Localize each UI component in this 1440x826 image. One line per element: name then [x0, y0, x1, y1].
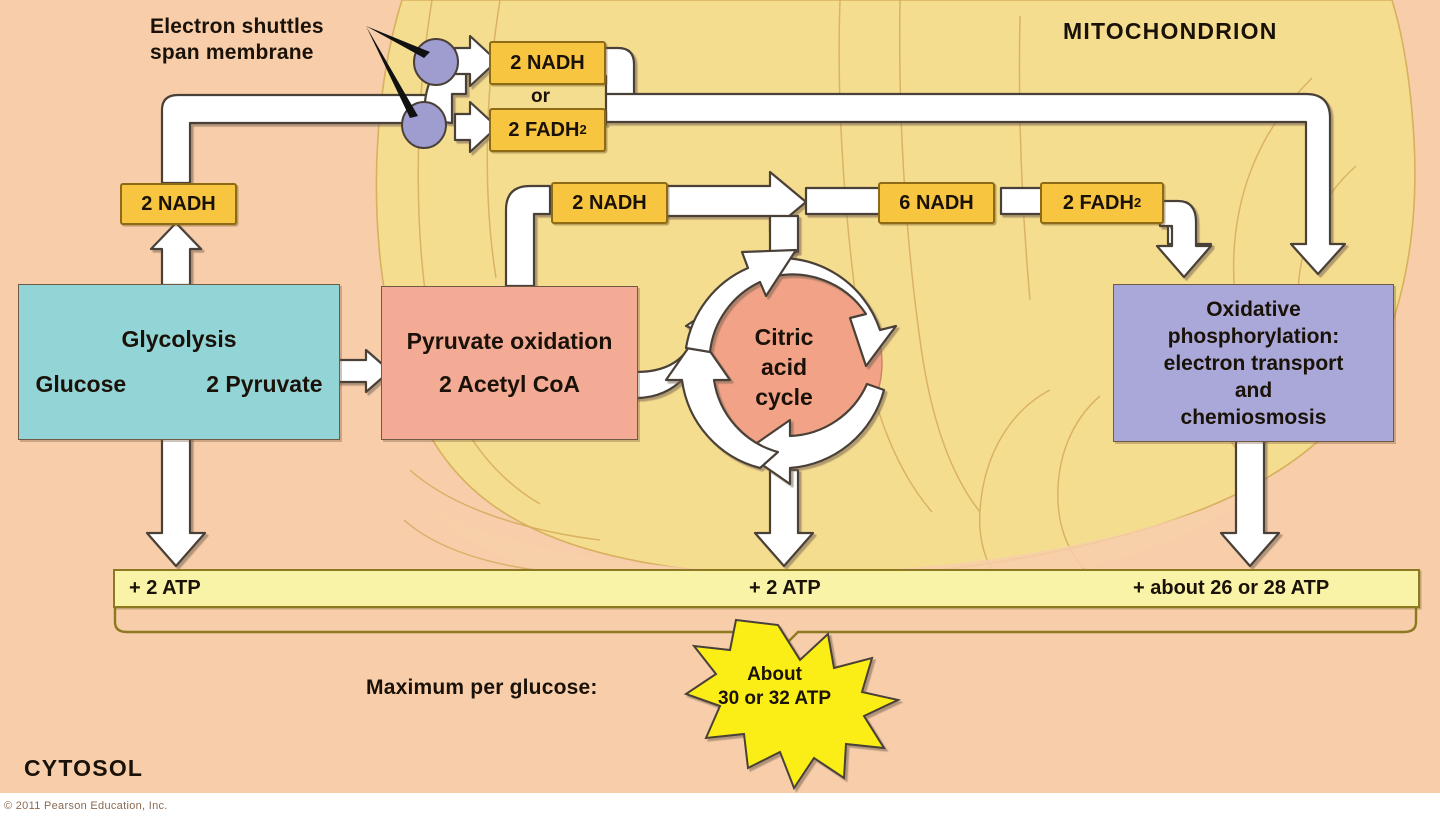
cycle-arc-arrow-1	[758, 256, 898, 368]
cytosol-label: CYTOSOL	[24, 755, 144, 781]
atp-yield-glycolysis: + 2 ATP	[129, 577, 201, 599]
citric-cycle-line-2: acid	[760, 354, 808, 380]
arrow-glycolysis-to-atp	[145, 435, 207, 568]
glycolysis-input: Glucose	[35, 371, 127, 397]
oxidative-phosphorylation-box: Oxidative phosphorylation: electron tran…	[1113, 284, 1394, 442]
glycolysis-title: Glycolysis	[121, 326, 237, 352]
glycolysis-output: 2 Pyruvate	[206, 371, 323, 397]
pipe-carrier-row-right	[804, 186, 882, 216]
atp-total-label: About 30 or 32 ATP	[672, 663, 877, 711]
pipe-nadh6-to-fadh2	[999, 186, 1044, 216]
arrow-shuttle-to-nadh	[453, 34, 499, 88]
pyruvate-oxidation-box: Pyruvate oxidation 2 Acetyl CoA	[381, 286, 638, 440]
oxphos-line-3: electron transport	[1163, 351, 1344, 375]
chip-glycolysis-nadh: 2 NADH	[120, 183, 237, 225]
arrow-shuttle-to-fadh2	[453, 100, 499, 154]
arrow-glycolysis-to-pyruvate-oxidation	[335, 348, 392, 394]
cycle-arc-arrow-2	[742, 382, 886, 486]
chip-shuttle-nadh: 2 NADH	[489, 41, 606, 85]
atp-total-line-1: About	[747, 664, 802, 685]
citric-cycle-line-3: cycle	[755, 384, 813, 410]
shuttle-or-label: or	[531, 86, 550, 107]
electron-shuttles-annotation: Electron shuttles span membrane	[150, 15, 324, 64]
flow-arrows	[132, 34, 1347, 568]
copyright-notice: © 2011 Pearson Education, Inc.	[4, 800, 168, 812]
oxphos-line-1: Oxidative	[1206, 297, 1301, 321]
citric-acid-cycle-label: Citric acid cycle	[700, 322, 868, 412]
pyruvate-oxidation-title: Pyruvate oxidation	[406, 328, 613, 354]
pipe-shuttle-trunk-to-oxphos	[604, 92, 1347, 276]
glycolysis-box: Glycolysis Glucose 2 Pyruvate	[18, 284, 340, 440]
pipe-pyruvate-to-nadh	[504, 184, 552, 288]
atp-summary-bar: + 2 ATP + 2 ATP + about 26 or 28 ATP	[113, 569, 1420, 608]
arrow-oxphos-to-atp	[1219, 438, 1281, 568]
chip-shuttle-fadh2-text: 2 FADH	[508, 118, 580, 141]
atp-total-burst	[683, 618, 902, 791]
maximum-per-glucose-label: Maximum per glucose:	[366, 676, 598, 699]
electron-shuttle-dot-upper	[413, 38, 459, 86]
oxphos-line-4: and	[1234, 378, 1273, 402]
cycle-arc-arrow-4	[684, 248, 798, 354]
oxphos-line-5: chemiosmosis	[1180, 405, 1327, 429]
pipe-shuttle-nadh-out	[600, 46, 636, 97]
arrow-glycolysis-to-nadh	[149, 221, 203, 287]
chip-citric-fadh2-text: 2 FADH	[1062, 191, 1134, 214]
mitochondrion-label: MITOCHONDRION	[1063, 18, 1278, 44]
citric-acid-cycle-graphic	[664, 248, 898, 486]
oxphos-line-2: phosphorylation:	[1167, 324, 1340, 348]
chip-pyruvate-nadh: 2 NADH	[551, 182, 668, 224]
pyruvate-oxidation-output: 2 Acetyl CoA	[438, 371, 581, 397]
atp-yield-citric-acid-cycle: + 2 ATP	[749, 577, 821, 599]
atp-total-line-2: 30 or 32 ATP	[718, 688, 831, 709]
pipe-fadh2-elbow	[1155, 199, 1213, 279]
glycolysis-reaction: Glucose 2 Pyruvate	[35, 371, 322, 398]
citric-cycle-line-1: Citric	[754, 324, 814, 350]
pipe-cycle-to-carriers	[768, 214, 800, 254]
chip-citric-nadh: 6 NADH	[878, 182, 995, 224]
shuttle-leader-lines	[366, 26, 430, 118]
atp-yield-oxidative-phosphorylation: + about 26 or 28 ATP	[1133, 577, 1330, 599]
arrow-cycle-to-atp	[753, 468, 815, 568]
